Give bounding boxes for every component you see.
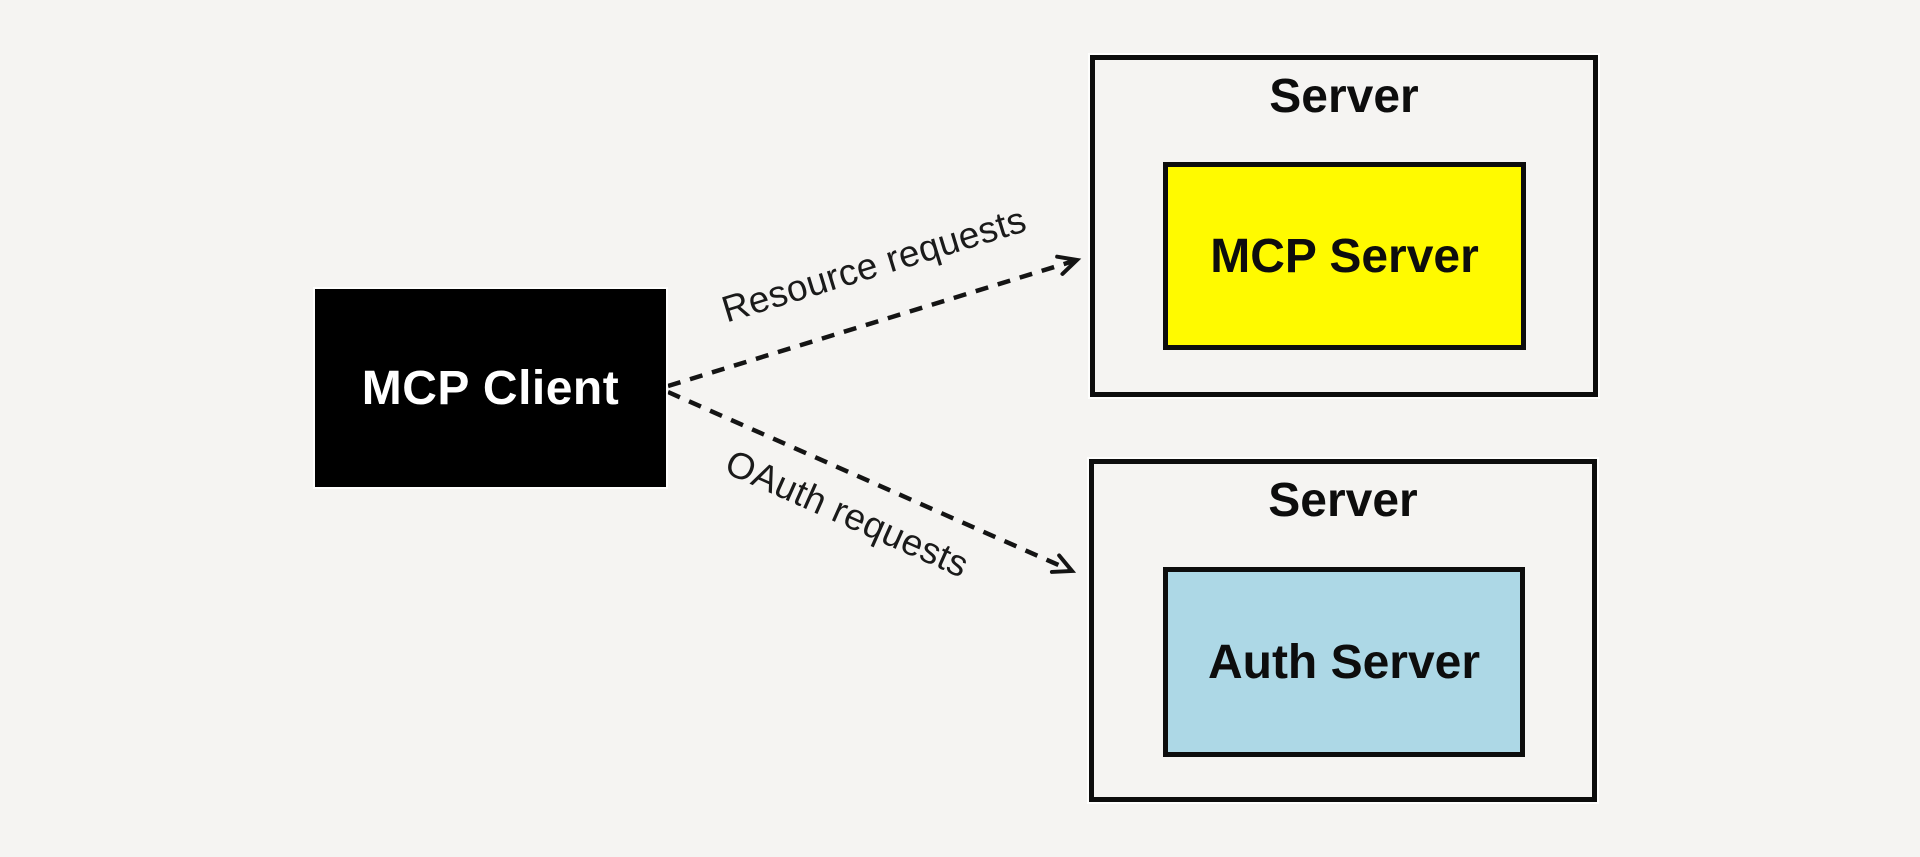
auth-server-label: Auth Server (1207, 635, 1481, 689)
mcp-server-label: MCP Server (1210, 229, 1479, 283)
auth-server-box: Auth Server (1163, 567, 1525, 757)
server-title-top: Server (1269, 70, 1419, 123)
mcp-client-box: MCP Client (315, 289, 666, 487)
oauth-requests-label: OAuth requests (719, 441, 975, 586)
resource-requests-label: Resource requests (716, 198, 1031, 331)
server-title-bottom: Server (1268, 474, 1418, 527)
mcp-server-box: MCP Server (1163, 162, 1526, 350)
server-container-bottom: Server Auth Server (1089, 459, 1597, 802)
server-container-top: Server MCP Server (1090, 55, 1598, 397)
mcp-client-label: MCP Client (361, 361, 620, 415)
